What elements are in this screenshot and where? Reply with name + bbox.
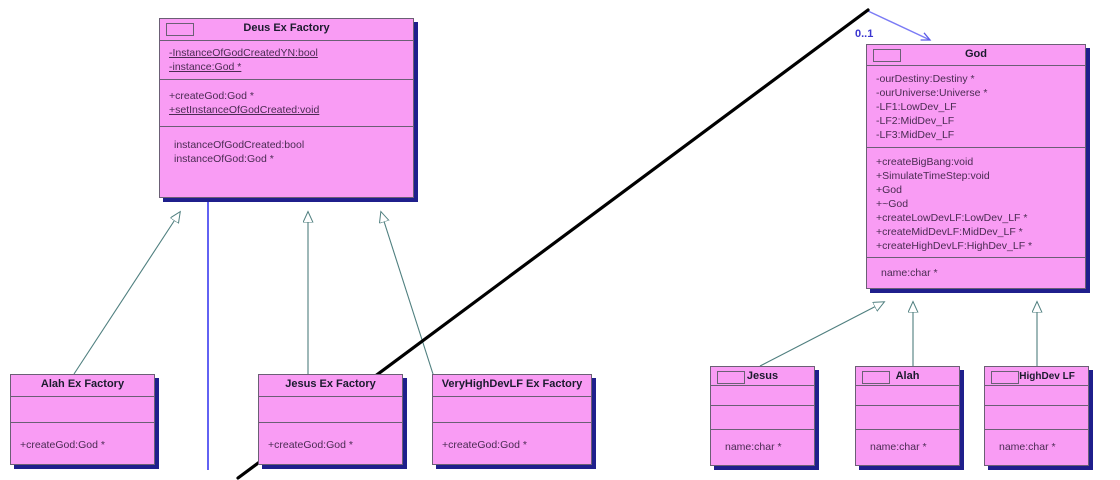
extra-compartment: name:char * xyxy=(867,258,1085,290)
operation-item: +SimulateTimeStep:void xyxy=(876,170,990,182)
class-title: Jesus Ex Factory xyxy=(259,375,402,397)
attribute-item: -LF2:MidDev_LF xyxy=(876,115,955,127)
class-title: VeryHighDev LF xyxy=(985,367,1088,386)
generalization-veryhighdevlfexfactory-to-deusexfactory xyxy=(381,212,434,375)
attribute-item: -LF1:LowDev_LF xyxy=(876,101,957,113)
extra-item: name:char * xyxy=(870,441,927,453)
attributes-compartment: -ourDestiny:Destiny * -ourUniverse:Unive… xyxy=(867,66,1085,148)
extra-item: instanceOfGod:God * xyxy=(174,153,274,165)
attribute-item: -instance:God * xyxy=(169,61,242,73)
attributes-compartment xyxy=(856,386,959,406)
operation-item: +createGod:God * xyxy=(20,439,105,451)
operations-compartment xyxy=(711,406,814,430)
class-jesus-ex-factory[interactable]: Jesus Ex Factory +createGod:God * xyxy=(258,374,403,465)
operation-item: +God xyxy=(876,184,902,196)
attribute-item: -ourDestiny:Destiny * xyxy=(876,73,975,85)
operations-compartment: +createBigBang:void +SimulateTimeStep:vo… xyxy=(867,148,1085,258)
operations-compartment: +createGod:God * xyxy=(259,423,402,464)
class-alah-ex-factory[interactable]: Alah Ex Factory +createGod:God * xyxy=(10,374,155,465)
operation-item: +createHighDevLF:HighDev_LF * xyxy=(876,240,1033,252)
class-icon-tab xyxy=(862,371,890,384)
class-icon-tab xyxy=(166,23,194,36)
attributes-compartment xyxy=(11,397,154,423)
operation-item: +createGod:God * xyxy=(442,439,527,451)
generalization-alahexfactory-to-deusexfactory xyxy=(73,212,180,375)
operation-item: +createGod:God * xyxy=(268,439,353,451)
class-title: Deus Ex Factory xyxy=(160,19,413,41)
class-veryhighdev-lf[interactable]: VeryHighDev LF name:char * xyxy=(984,366,1089,466)
operations-compartment: +createGod:God * xyxy=(433,423,591,464)
operation-item: +createLowDevLF:LowDev_LF * xyxy=(876,212,1028,224)
extra-compartment: name:char * xyxy=(711,430,814,467)
extra-item: name:char * xyxy=(725,441,782,453)
class-jesus[interactable]: Jesus name:char * xyxy=(710,366,815,466)
attributes-compartment xyxy=(259,397,402,423)
class-title: Alah Ex Factory xyxy=(11,375,154,397)
operation-item: +createBigBang:void xyxy=(876,156,974,168)
class-alah[interactable]: Alah name:char * xyxy=(855,366,960,466)
class-deus-ex-factory[interactable]: Deus Ex Factory -InstanceOfGodCreatedYN:… xyxy=(159,18,414,198)
class-veryhighdevlf-ex-factory[interactable]: VeryHighDevLF Ex Factory +createGod:God … xyxy=(432,374,592,465)
attributes-compartment xyxy=(433,397,591,423)
multiplicity-label-god: 0..1 xyxy=(855,28,874,40)
class-icon-tab xyxy=(991,371,1019,384)
attributes-compartment: -InstanceOfGodCreatedYN:bool -instance:G… xyxy=(160,41,413,80)
extra-item: name:char * xyxy=(999,441,1056,453)
extra-compartment: name:char * xyxy=(856,430,959,467)
attribute-item: -LF3:MidDev_LF xyxy=(876,129,955,141)
extra-item: name:char * xyxy=(881,267,938,279)
operations-compartment: +createGod:God * +setInstanceOfGodCreate… xyxy=(160,80,413,127)
class-god[interactable]: God -ourDestiny:Destiny * -ourUniverse:U… xyxy=(866,44,1086,289)
attributes-compartment xyxy=(711,386,814,406)
class-title: God xyxy=(867,45,1085,66)
operation-item: +createGod:God * xyxy=(169,90,254,102)
class-title: VeryHighDevLF Ex Factory xyxy=(433,375,591,397)
class-icon-tab xyxy=(717,371,745,384)
attribute-item: -InstanceOfGodCreatedYN:bool xyxy=(169,47,318,59)
generalization-jesus-to-god xyxy=(759,302,884,367)
operations-compartment: +createGod:God * xyxy=(11,423,154,464)
operation-item: +setInstanceOfGodCreated:void xyxy=(169,104,320,116)
attribute-item: -ourUniverse:Universe * xyxy=(876,87,988,99)
operation-item: +~God xyxy=(876,198,909,210)
class-title: Alah xyxy=(856,367,959,386)
extra-compartment: name:char * xyxy=(985,430,1088,467)
operations-compartment xyxy=(856,406,959,430)
operations-compartment xyxy=(985,406,1088,430)
class-icon-tab xyxy=(873,49,901,62)
extra-compartment: instanceOfGodCreated:bool instanceOfGod:… xyxy=(160,127,413,198)
attributes-compartment xyxy=(985,386,1088,406)
extra-item: instanceOfGodCreated:bool xyxy=(174,139,305,151)
operation-item: +createMidDevLF:MidDev_LF * xyxy=(876,226,1023,238)
